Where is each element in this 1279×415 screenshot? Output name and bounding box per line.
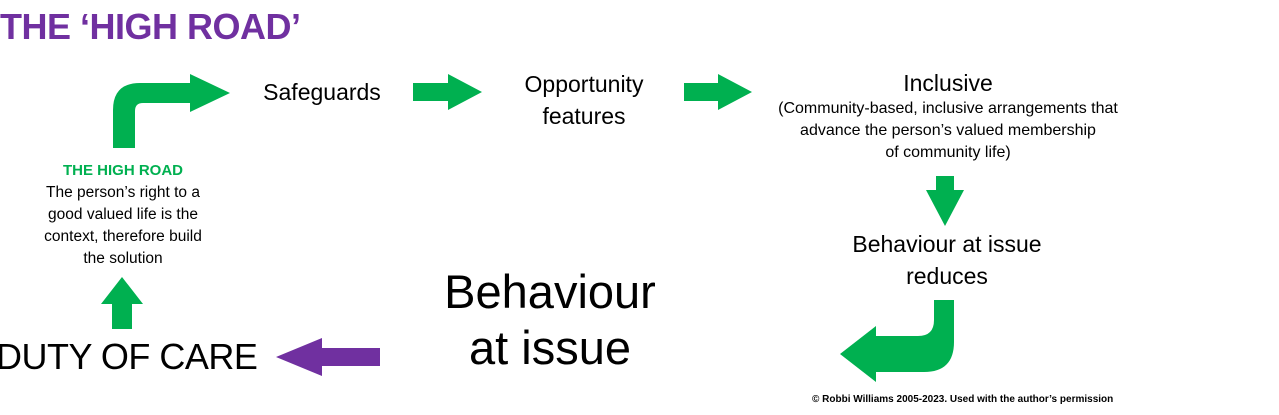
node-inclusive: Inclusive (Community-based, inclusive ar…	[758, 68, 1138, 164]
page-title: THE ‘HIGH ROAD’	[0, 6, 301, 47]
node-behaviour-line-1: Behaviour	[444, 265, 656, 318]
node-opportunity-features: Opportunity features	[500, 68, 668, 132]
node-high-road-line-4: the solution	[83, 250, 163, 267]
node-safeguards: Safeguards	[263, 79, 381, 105]
node-inclusive-heading: Inclusive	[903, 70, 993, 96]
node-high-road: THE HIGH ROAD The person’s right to a go…	[20, 160, 226, 270]
node-high-road-line-3: context, therefore build	[44, 228, 202, 245]
arrow-opportunity-to-inclusive	[684, 74, 752, 110]
node-behaviour-at-issue: Behaviour at issue	[420, 264, 680, 376]
node-inclusive-desc-3: of community life)	[885, 144, 1011, 161]
node-reduces-line-1: Behaviour at issue	[852, 231, 1042, 257]
node-high-road-line-1: The person’s right to a	[46, 184, 200, 201]
arrow-inclusive-to-reduces	[926, 176, 964, 226]
node-opportunity-line-1: Opportunity	[524, 71, 644, 97]
node-high-road-heading: THE HIGH ROAD	[63, 162, 183, 179]
node-behaviour-reduces: Behaviour at issue reduces	[832, 228, 1062, 292]
copyright-notice: © Robbi Williams 2005-2023. Used with th…	[812, 394, 1114, 405]
node-duty-of-care: DUTY OF CARE	[0, 336, 258, 377]
node-reduces-line-2: reduces	[906, 263, 988, 289]
node-inclusive-desc-2: advance the person’s valued membership	[800, 122, 1096, 139]
arrow-highroad-to-safeguards	[113, 74, 230, 148]
arrow-behaviour-to-duty	[276, 338, 380, 376]
node-behaviour-line-2: at issue	[469, 321, 631, 374]
arrow-safeguards-to-opportunity	[413, 74, 482, 110]
arrow-duty-to-highroad	[101, 277, 143, 329]
node-opportunity-line-2: features	[542, 103, 626, 129]
node-high-road-line-2: good valued life is the	[48, 206, 198, 223]
node-inclusive-desc-1: (Community-based, inclusive arrangements…	[778, 100, 1118, 117]
arrow-reduces-curve-left	[840, 300, 954, 382]
